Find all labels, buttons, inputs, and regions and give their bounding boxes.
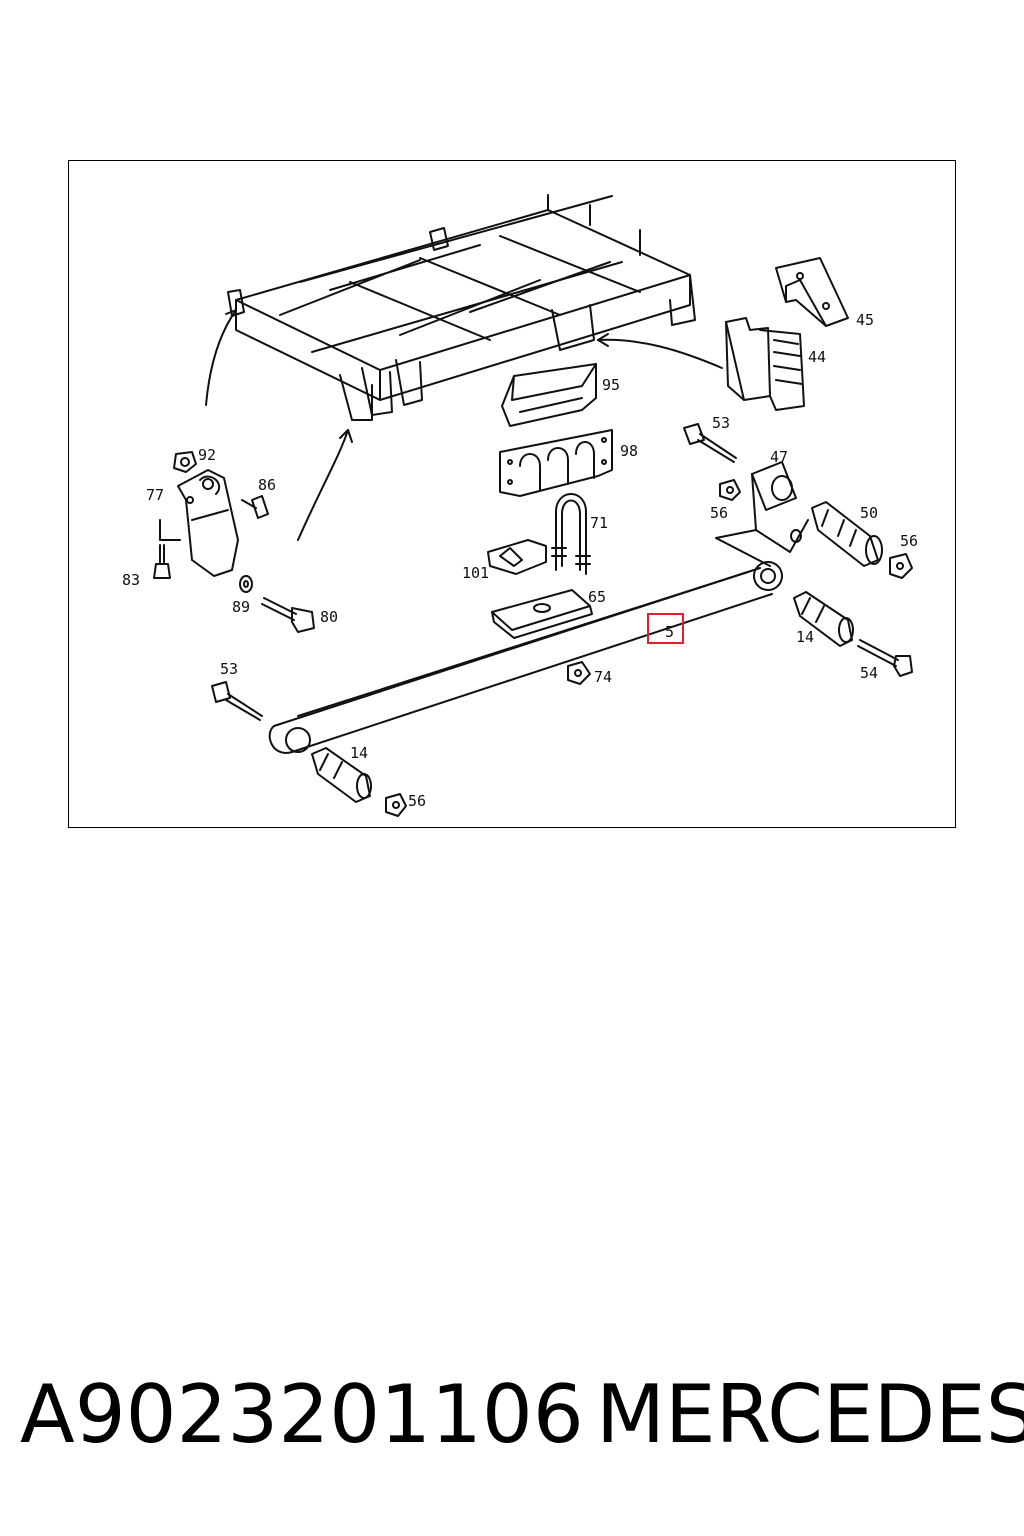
spring-pad-65 [491,589,593,639]
callout-74: 74 [594,668,612,686]
callout-83: 83 [122,571,140,589]
callout-56-upper: 56 [710,504,728,522]
washer-89 [239,575,253,593]
callout-95: 95 [602,376,620,394]
callout-47: 47 [770,448,788,466]
spring-hanger-44 [725,317,805,411]
callout-71: 71 [590,514,608,532]
callout-53-upper: 53 [712,414,730,432]
nut-56-right [889,553,913,579]
bracket-98 [499,429,613,497]
brand-name: MERCEDES [596,1368,1024,1461]
clamp-101 [487,539,547,575]
callout-80: 80 [320,608,338,626]
bushing-14-right [793,591,854,647]
leaf-spring-5 [268,561,783,754]
callout-50: 50 [860,504,878,522]
nut-56-upper [719,479,741,501]
bolt-83 [153,544,171,579]
bolt-86 [241,495,269,519]
callout-44: 44 [808,348,826,366]
bolt-53-upper [683,423,737,463]
part-number: A9023201106 [20,1368,584,1461]
bushing-14-lower [311,747,372,803]
callout-54: 54 [860,664,878,682]
shackle-47 [715,461,809,567]
callout-89: 89 [232,598,250,616]
chassis-frame [227,194,696,421]
nut-92 [173,451,197,473]
assembly-arrows [205,309,723,541]
bolt-53-lower [211,681,263,721]
callout-56-lower: 56 [408,792,426,810]
plate-95 [501,363,597,427]
callout-14-right: 14 [796,628,814,646]
callout-77: 77 [146,486,164,504]
callout-5: 5 [665,623,674,641]
bushing-50 [811,501,883,567]
bolt-80 [261,597,315,633]
bracket-77 [159,469,239,577]
nut-56-lower [385,793,407,817]
callout-53-lower: 53 [220,660,238,678]
callout-56-right: 56 [900,532,918,550]
bolt-54 [857,639,913,677]
callout-98: 98 [620,442,638,460]
caption: A9023201106 MERCEDES [0,1368,1024,1478]
callout-86: 86 [258,476,276,494]
bracket-45 [775,257,849,327]
callout-65: 65 [588,588,606,606]
callout-101: 101 [462,564,489,582]
nut-74 [567,661,591,685]
callout-14-lower: 14 [350,744,368,762]
highlight-box-part-5 [647,613,684,644]
callout-92: 92 [198,446,216,464]
u-bolt-71 [551,493,591,575]
callout-45: 45 [856,311,874,329]
